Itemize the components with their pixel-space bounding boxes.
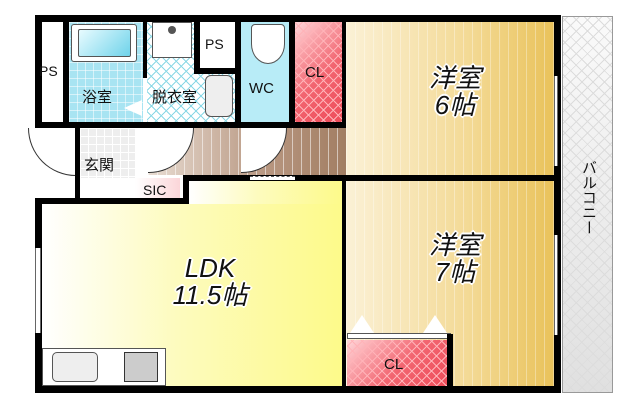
ldk-label: LDK 11.5帖 [150,253,270,311]
entrance-label: 玄関 [84,157,115,174]
wall-ps-bottom [194,68,238,74]
wall-closet-bottom-right [447,334,453,387]
ps-left-room [42,22,63,122]
closet-top-label: CL [305,64,325,81]
ldk-name: LDK [184,253,236,283]
kitchen-sink-icon [52,352,98,382]
outer-wall-top [35,15,561,22]
gas-stove-icon [124,352,158,382]
closet-bottom-door[interactable] [347,333,451,339]
western-room-1-size: 6帖 [434,90,476,121]
wall-corridor-ldk [189,175,561,181]
ps-small-room [200,22,235,68]
balcony-label: バルコニー [580,160,597,235]
outer-wall-bottom [35,386,561,393]
wall-top-row-bottom [35,122,346,128]
ps-left-label: PS [39,63,58,79]
western-room-1 [346,22,554,175]
wall-ldk-top-left [35,198,189,204]
balcony [562,16,613,393]
entrance [80,128,135,178]
wall-dressing-ps [194,22,200,74]
ldk-room-upper [189,181,342,204]
wall-ldk-room2 [342,181,346,387]
western-room-1-name: 洋室 [428,63,481,93]
washing-machine-icon [152,22,192,58]
ldk-door-opening[interactable] [250,176,295,180]
outer-wall-right [554,15,561,393]
ldk-size: 11.5帖 [172,280,248,311]
closet-bottom [347,340,447,386]
window-room-2 [554,235,558,335]
sic-closet [135,178,180,200]
sic-label: SIC [143,182,167,198]
wc-label: WC [249,80,274,97]
western-room-2-size: 7帖 [434,257,476,288]
wall-wc-cl [289,22,295,128]
wall-entrance-left [75,128,80,200]
wash-basin-icon [205,75,233,117]
window-room-1 [554,76,558,166]
western-room-2-name: 洋室 [428,230,481,260]
window-ldk [35,248,41,333]
western-room-1-label: 洋室 6帖 [395,63,515,121]
wall-cl-room [342,22,346,124]
ps-small-label: PS [205,36,224,52]
closet-door-panel-right [423,315,447,333]
closet-door-panel-left [350,315,374,333]
entrance-door[interactable] [28,128,80,176]
western-room-2-label: 洋室 7帖 [395,230,515,288]
bathroom-label: 浴室 [82,89,113,106]
wall-bath-dressing [143,22,147,78]
wall-dressing-wc [235,22,241,128]
bathtub-icon [71,24,137,62]
bath-door-icon [124,100,142,116]
toilet-icon [251,24,285,64]
wall-ps-bath [63,22,69,122]
closet-top [295,22,342,122]
closet-bottom-label: CL [384,356,404,373]
outer-wall-left-top [35,15,42,128]
dressing-label: 脱衣室 [152,89,198,106]
wall-sic-right [183,175,189,200]
